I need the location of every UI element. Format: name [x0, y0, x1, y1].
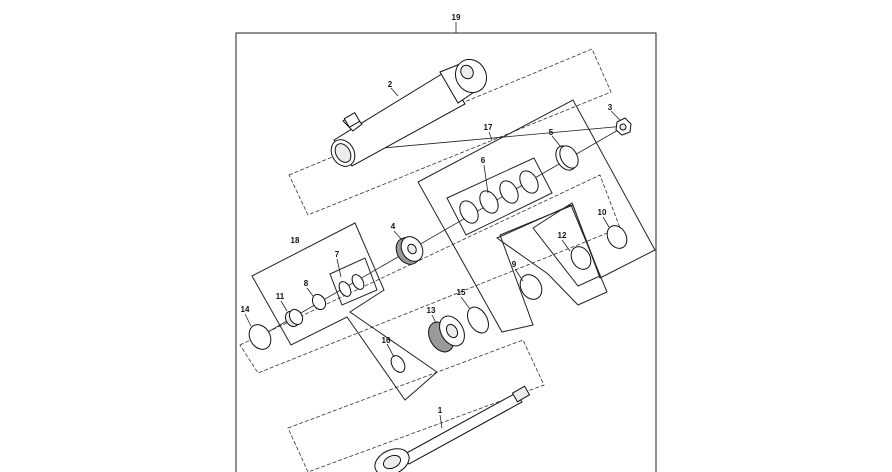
callout-8: 8 [304, 279, 309, 288]
seals-part-7 [338, 274, 365, 297]
callout-1: 1 [438, 406, 443, 415]
ring-part-12 [570, 246, 592, 270]
callout-4: 4 [391, 222, 396, 231]
assembly-frame [235, 32, 657, 472]
callout-6: 6 [481, 156, 486, 165]
callout-14: 14 [241, 305, 250, 314]
piston-rod-part-1 [374, 385, 531, 472]
gland-part-13 [428, 315, 465, 353]
callout-17: 17 [484, 123, 493, 132]
cylinder-barrel-part [330, 58, 488, 167]
seal-rings-part-6 [459, 170, 539, 224]
callout-3: 3 [608, 103, 613, 112]
rod-dashed-outline [287, 339, 545, 472]
fitting-part-3 [615, 117, 632, 136]
bushing-part-11 [284, 308, 304, 328]
kit-box-12 [532, 202, 601, 287]
leader-lines [244, 87, 621, 429]
callout-15: 15 [457, 288, 466, 297]
callout-11: 11 [276, 292, 285, 301]
callout-16: 16 [382, 336, 391, 345]
kit-box-18 [251, 222, 438, 401]
barrel-dashed-outline [288, 48, 612, 216]
ring-part-15 [467, 306, 489, 334]
piston-part-4 [395, 236, 424, 265]
kit-box-9 [495, 204, 608, 306]
ring-part-5 [555, 145, 579, 171]
seal-box-6 [446, 157, 553, 236]
callout-10: 10 [598, 208, 607, 217]
seal-box-7 [329, 257, 378, 306]
callout-19: 19 [452, 13, 461, 22]
callout-9: 9 [512, 260, 517, 269]
ring-part-14 [248, 324, 272, 350]
seal-kit-dashed-outline [239, 174, 621, 374]
callout-13: 13 [427, 306, 436, 315]
callout-7: 7 [335, 250, 340, 259]
ring-part-9 [519, 274, 543, 300]
callout-18: 18 [291, 236, 300, 245]
ring-part-8 [311, 293, 327, 311]
ring-part-10 [606, 225, 628, 249]
callout-5: 5 [549, 128, 554, 137]
axis-line-upper [349, 125, 626, 152]
ring-part-16 [390, 355, 406, 373]
callout-12: 12 [558, 231, 567, 240]
callout-2: 2 [388, 80, 393, 89]
